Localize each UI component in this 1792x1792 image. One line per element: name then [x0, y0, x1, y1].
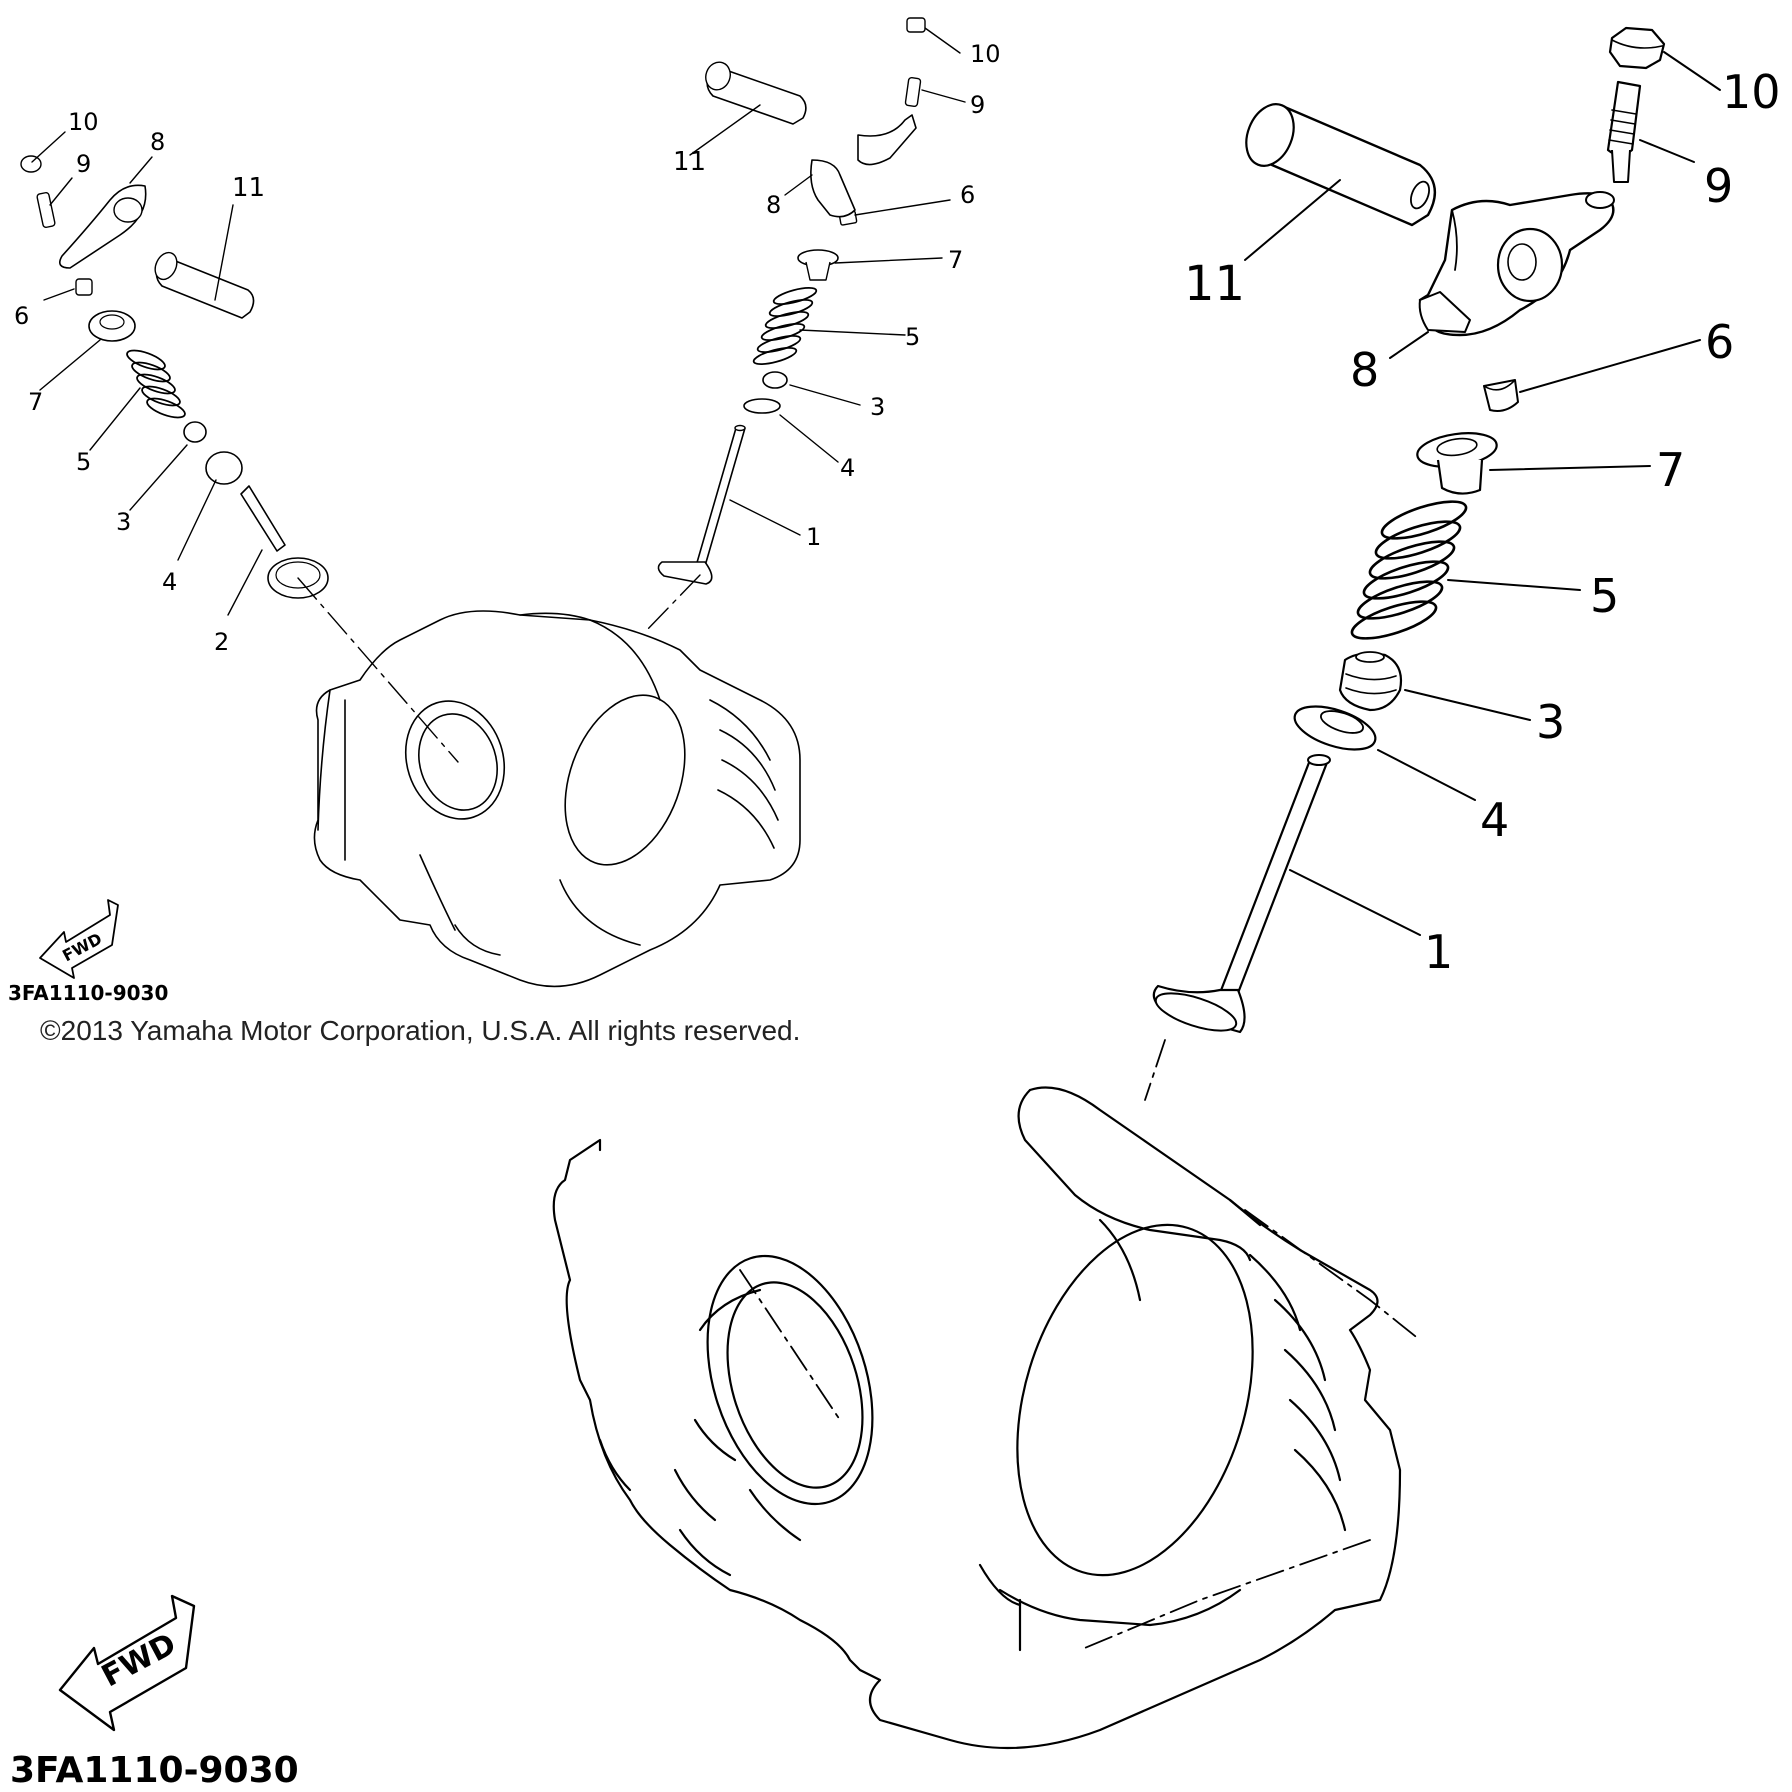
small-leaders — [31, 27, 966, 616]
label-10-small: 10 — [68, 108, 99, 136]
spring-5-small-left — [126, 349, 186, 419]
label-6-small-right: 6 — [960, 181, 975, 209]
large-axes — [739, 1039, 1421, 1651]
cotter-6-large — [1483, 379, 1519, 412]
label-5-small: 5 — [76, 448, 91, 476]
label-7-small: 7 — [28, 388, 43, 416]
label-1-large: 1 — [1424, 925, 1453, 979]
diagram-code-small: 3FA1110-9030 — [8, 981, 168, 1005]
copyright-text: ©2013 Yamaha Motor Corporation, U.S.A. A… — [40, 1015, 800, 1046]
label-10-large: 10 — [1722, 65, 1781, 119]
label-3-small-right: 3 — [870, 393, 885, 421]
label-7-small-right: 7 — [948, 246, 963, 274]
small-axes — [297, 574, 701, 763]
diagram-code-large: 3FA1110-9030 — [10, 1750, 299, 1791]
valve-1-small — [657, 424, 746, 585]
retainer-7-large — [1416, 432, 1498, 495]
valve-2-small — [240, 485, 329, 599]
label-6-small: 6 — [14, 302, 29, 330]
label-8-small-right: 8 — [766, 191, 781, 219]
label-2-small: 2 — [214, 628, 229, 656]
small-components — [75, 210, 858, 485]
label-5-small-right: 5 — [905, 323, 920, 351]
small-rockers — [20, 17, 926, 319]
small-labels: 10 9 8 11 6 7 5 3 4 2 10 9 11 8 6 7 5 3 … — [14, 40, 1001, 656]
seal-3-large — [1338, 651, 1403, 712]
large-view: 10 9 11 8 6 7 5 3 4 1 FWD 3FA1110-9030 — [10, 26, 1781, 1791]
rocker-arm-8-large — [1418, 191, 1615, 337]
cylinder-head-large — [552, 1086, 1402, 1750]
label-8-small: 8 — [150, 128, 165, 156]
label-11-large: 11 — [1184, 256, 1245, 312]
fwd-arrow-large: FWD — [58, 1594, 196, 1732]
nut-10-large — [1608, 26, 1666, 70]
label-7-large: 7 — [1656, 443, 1685, 497]
cylinder-head-small — [313, 610, 801, 988]
small-view: 10 9 8 11 6 7 5 3 4 2 10 9 11 8 6 7 5 3 … — [8, 17, 1001, 1005]
label-11-small: 11 — [232, 173, 265, 203]
large-labels: 10 9 11 8 6 7 5 3 4 1 — [1184, 65, 1781, 979]
label-3-large: 3 — [1536, 695, 1565, 749]
spring-5-large — [1350, 500, 1468, 640]
large-leaders — [1244, 51, 1721, 936]
rocker-shaft-11-large — [1245, 103, 1437, 227]
label-3-small: 3 — [116, 508, 131, 536]
label-4-large: 4 — [1480, 793, 1509, 847]
label-4-small-right: 4 — [840, 454, 855, 482]
seat-4-large — [1293, 705, 1377, 751]
adjust-screw-9-large — [1606, 80, 1642, 183]
label-10-small-right: 10 — [970, 40, 1001, 68]
label-6-large: 6 — [1705, 315, 1734, 369]
spring-5-small-right — [752, 286, 818, 366]
label-8-large: 8 — [1350, 343, 1379, 397]
label-9-large: 9 — [1704, 159, 1733, 213]
label-11-small-right: 11 — [673, 147, 706, 177]
label-1-small: 1 — [806, 523, 821, 551]
valve-1-large — [1152, 754, 1331, 1034]
label-9-small-right: 9 — [970, 91, 985, 119]
label-9-small: 9 — [76, 150, 91, 178]
label-4-small: 4 — [162, 568, 177, 596]
fwd-arrow-small: FWD — [39, 899, 119, 979]
label-5-large: 5 — [1590, 569, 1619, 623]
